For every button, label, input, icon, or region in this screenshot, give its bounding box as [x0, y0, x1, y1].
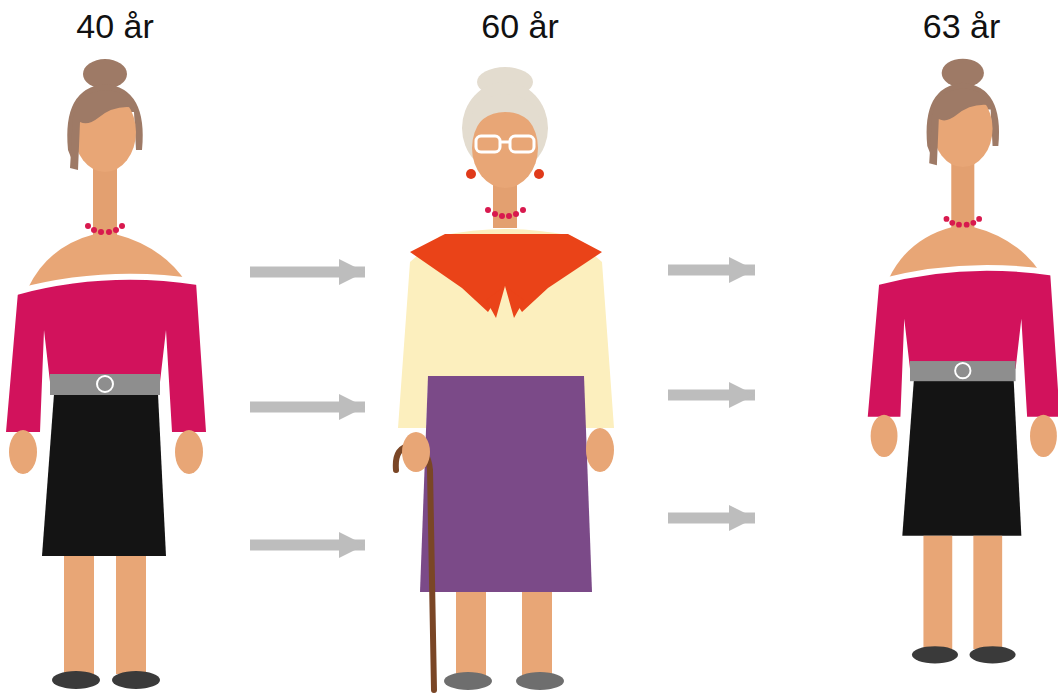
scarf — [410, 234, 602, 312]
bead — [513, 211, 519, 217]
woman-60 — [396, 67, 614, 690]
hand — [586, 428, 614, 472]
glasses-bridge — [500, 141, 510, 144]
woman-63 — [868, 59, 1058, 664]
figure-node: 63 år — [865, 0, 1058, 693]
arrow-connector — [668, 518, 755, 519]
arrow-connector — [250, 272, 365, 273]
hand — [402, 432, 430, 472]
age-label: 63 år — [865, 6, 1058, 46]
arrow-connector — [250, 545, 365, 546]
earring — [534, 169, 544, 179]
arrow-connector — [250, 407, 365, 408]
age-label: 40 år — [0, 6, 230, 46]
scarf-knot — [486, 286, 524, 318]
bead — [506, 213, 512, 219]
age-label: 60 år — [400, 6, 640, 46]
necklace — [485, 207, 526, 219]
arrow-connector — [668, 395, 755, 396]
bead — [492, 211, 498, 217]
glasses — [510, 136, 534, 152]
leg — [522, 592, 552, 676]
hair-fringe — [468, 94, 542, 140]
skirt — [420, 376, 592, 592]
earring — [466, 169, 476, 179]
bead — [520, 207, 526, 213]
bead — [485, 207, 491, 213]
arrow-line — [668, 390, 755, 401]
figure-node: 40 år — [0, 0, 230, 693]
arrow-line — [668, 513, 755, 524]
bead — [499, 213, 505, 219]
arrow-line — [250, 402, 365, 413]
shoe — [516, 672, 564, 690]
figure-node: 60 år — [400, 0, 640, 693]
arrow-line — [668, 265, 755, 276]
arrow-connector — [668, 270, 755, 271]
glasses — [476, 136, 500, 152]
walking-cane — [396, 446, 434, 690]
woman-40 — [6, 59, 206, 689]
shoe — [444, 672, 492, 690]
arrow-line — [250, 540, 365, 551]
leg — [456, 592, 486, 676]
arrow-line — [250, 267, 365, 278]
